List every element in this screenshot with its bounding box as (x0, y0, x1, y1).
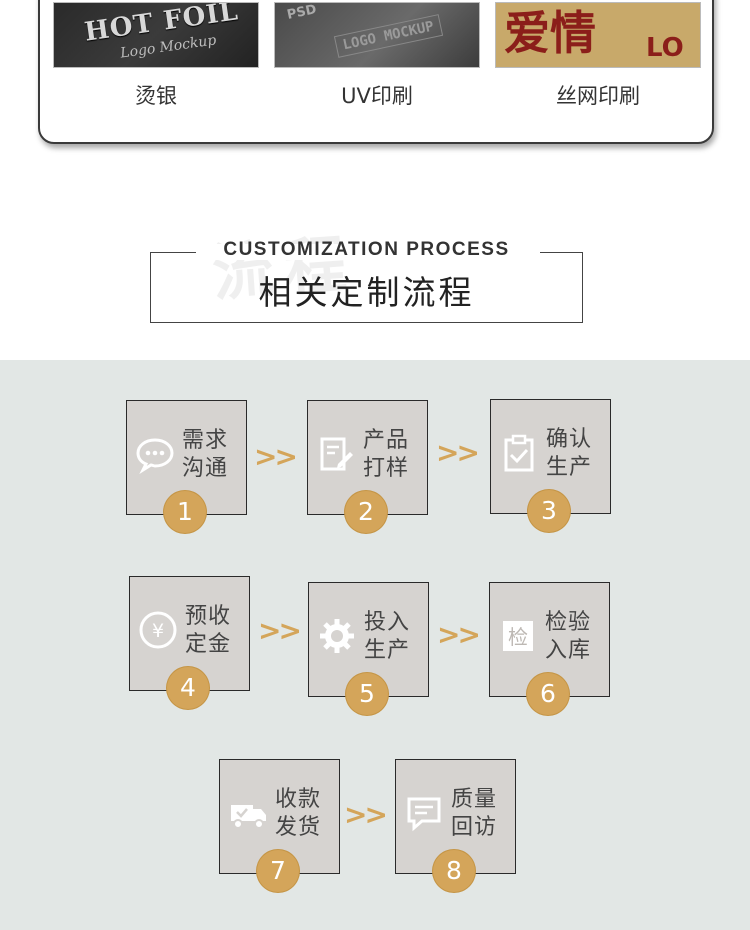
process-step-1: 需求沟通 1 (126, 400, 247, 533)
title-frame-gap (196, 244, 540, 260)
svg-text:检: 检 (508, 625, 528, 649)
hot-foil-sample-image: HOT FOIL Logo Mockup (53, 2, 259, 68)
flow-arrow: >> (436, 436, 480, 469)
step-label: 确认生产 (546, 427, 593, 480)
craft-label-uv-print: UV印刷 (341, 84, 413, 108)
step-number-badge: 2 (345, 491, 387, 533)
svg-text:¥: ¥ (152, 620, 164, 642)
process-step-7: 收款发货 7 (219, 759, 340, 892)
screen-print-sample-image: 爱情 LO (495, 2, 701, 68)
step-number-badge: 6 (527, 673, 569, 715)
flow-arrow: >> (437, 618, 481, 651)
sample-subtitle: LOGO MOCKUP (333, 14, 443, 58)
feedback-icon (407, 797, 441, 832)
step-number-badge: 3 (528, 490, 570, 532)
craft-label-hot-silver: 烫银 (135, 84, 177, 108)
flow-arrow: >> (258, 614, 302, 647)
flow-arrow: >> (344, 798, 388, 831)
sample-subtitle: LO (646, 33, 684, 63)
step-label: 产品打样 (363, 428, 410, 481)
yen-coin-icon: ¥ (139, 611, 177, 649)
sample-title: 爱情 (504, 6, 596, 60)
craft-label-screen-print: 丝网印刷 (556, 84, 640, 108)
section-title-chinese: 相关定制流程 (258, 273, 475, 312)
process-step-6: 检 检验入库 6 (489, 582, 610, 715)
process-step-4: ¥ 预收定金 4 (129, 576, 250, 709)
gear-icon (320, 619, 354, 653)
process-panel: 需求沟通 1 >> 产品打样 2 >> 确认生产 3 ¥ (0, 360, 750, 930)
sample-title: PSD (285, 2, 318, 23)
flow-arrow: >> (254, 440, 298, 473)
chat-bubble-icon (136, 438, 174, 474)
clipboard-check-icon (504, 434, 534, 472)
craft-card: HOT FOIL Logo Mockup PSD LOGO MOCKUP 爱情 … (38, 0, 714, 144)
process-step-5: 投入生产 5 (308, 582, 429, 715)
step-number-badge: 4 (167, 667, 209, 709)
truck-icon (231, 805, 266, 829)
step-number-badge: 8 (433, 850, 475, 892)
step-label: 收款发货 (275, 787, 322, 840)
step-label: 预收定金 (185, 604, 232, 657)
inspect-icon: 检 (503, 621, 533, 651)
uv-print-sample-image: PSD LOGO MOCKUP (274, 2, 480, 68)
step-number-badge: 5 (346, 673, 388, 715)
process-step-2: 产品打样 2 (307, 400, 428, 533)
process-step-3: 确认生产 3 (490, 399, 611, 532)
section-title-english: CUSTOMIZATION PROCESS (223, 239, 510, 260)
step-number-badge: 1 (164, 491, 206, 533)
edit-document-icon (320, 437, 353, 471)
process-step-8: 质量回访 8 (395, 759, 516, 892)
step-number-badge: 7 (257, 850, 299, 892)
step-label: 检验入库 (545, 610, 592, 663)
step-label: 质量回访 (451, 787, 498, 840)
step-label: 投入生产 (364, 610, 411, 663)
step-label: 需求沟通 (182, 428, 229, 481)
